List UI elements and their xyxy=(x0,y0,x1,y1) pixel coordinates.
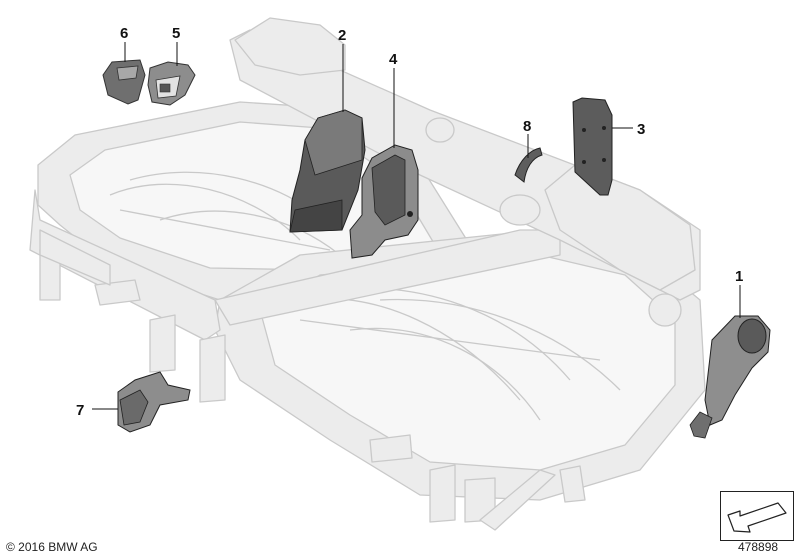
leader-lines xyxy=(92,42,741,410)
drawing-number: 478898 xyxy=(738,540,779,554)
callout-3: 3 xyxy=(637,121,645,138)
callout-7: 7 xyxy=(76,402,84,419)
callout-1: 1 xyxy=(735,268,743,285)
callout-8: 8 xyxy=(523,118,531,135)
navigation-arrow-icon xyxy=(720,491,794,541)
callout-4: 4 xyxy=(389,51,398,68)
part-1-lever-cover xyxy=(689,315,771,439)
part-6-cap xyxy=(102,59,146,105)
part-5-clip xyxy=(147,61,196,106)
part-7-end-cap xyxy=(117,371,191,433)
part-4-hinge-cover xyxy=(349,144,419,259)
callout-2: 2 xyxy=(338,27,346,44)
part-2-hinge-cover xyxy=(289,109,366,233)
part-3-side-panel xyxy=(572,97,613,196)
callout-6: 6 xyxy=(120,25,128,42)
seat-frame-drawing xyxy=(29,17,706,531)
callout-5: 5 xyxy=(172,25,180,42)
copyright-text: © 2016 BMW AG xyxy=(6,540,98,554)
part-8-trim xyxy=(514,147,543,183)
